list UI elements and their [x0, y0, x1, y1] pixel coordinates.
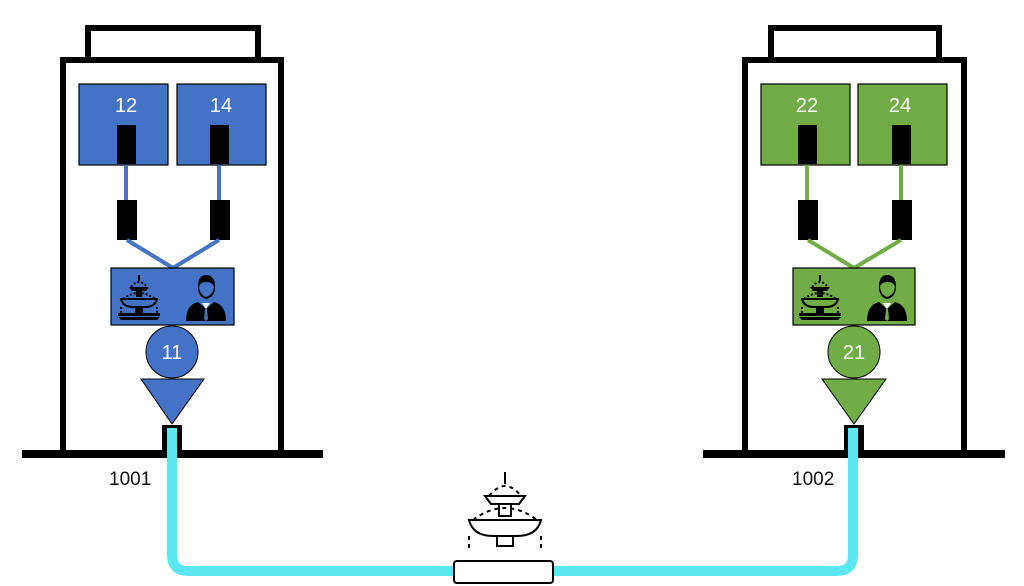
connector-a-right-diagonal [171, 238, 221, 270]
unit-24-label: 24 [889, 95, 911, 117]
meter-lower-left-b [798, 200, 818, 240]
node-11 [145, 325, 199, 379]
meter-upper-right-b [892, 125, 911, 164]
connector-b-left-diagonal [806, 238, 856, 270]
meter-upper-left-b [798, 125, 817, 164]
building-1001-label: 1001 [109, 469, 151, 490]
unit-14-label: 14 [210, 95, 232, 117]
node-21-label: 21 [843, 342, 865, 364]
building-1001: 12 14 11 1001 [22, 25, 323, 490]
outlet-triangle-b [821, 378, 887, 425]
connector-b-right-diagonal [852, 238, 903, 270]
fountain-base [453, 560, 554, 584]
building-1002-label: 1002 [792, 469, 834, 490]
meter-lower-right-a [210, 200, 230, 240]
meter-lower-right-b [892, 200, 912, 240]
meter-lower-left-a [117, 200, 137, 240]
building-1001-roof [85, 25, 261, 63]
meter-upper-right-a [210, 125, 229, 164]
central-fountain [453, 472, 554, 584]
building-1002: 22 24 21 1002 [703, 25, 1005, 490]
building-1002-roof [768, 25, 942, 63]
node-21 [827, 325, 881, 379]
unit-12-label: 12 [115, 95, 137, 117]
node-11-label: 11 [162, 342, 183, 364]
unit-22-label: 22 [796, 95, 818, 117]
connector-a-left-diagonal [125, 238, 175, 270]
outlet-triangle-a [140, 378, 205, 425]
meter-upper-left-a [117, 125, 136, 164]
